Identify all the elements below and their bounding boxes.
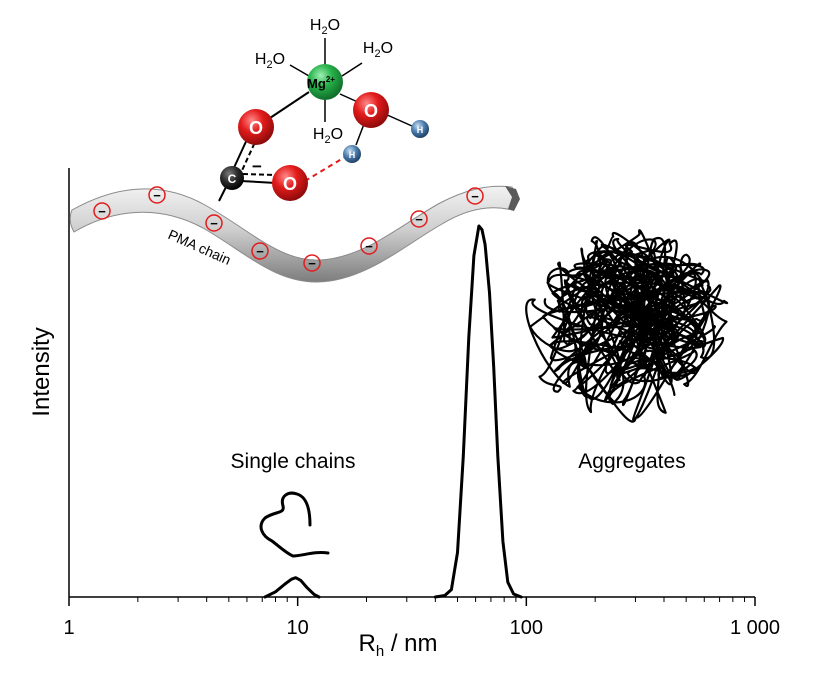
negative-charge-marker: − xyxy=(466,187,484,205)
pma-chain-end-cap xyxy=(505,186,520,211)
bond-carbon-oxygen-right xyxy=(240,180,277,184)
water-right: H2O xyxy=(363,40,393,60)
single-chain-coil-drawing xyxy=(259,491,330,558)
plot-axes: 1 10 100 1 000 xyxy=(63,168,780,639)
bond-oxygen-mg xyxy=(269,91,310,119)
water-bottom: H2O xyxy=(313,126,343,146)
negative-charge-marker: − xyxy=(251,242,269,260)
svg-text:−: − xyxy=(98,204,106,219)
water-top: H2O xyxy=(310,17,340,37)
water-left: H2O xyxy=(255,51,285,71)
svg-text:−: − xyxy=(210,216,218,231)
mg-atom: Mg2+ xyxy=(307,64,343,100)
bond-carbon-oxygen-top-dashed xyxy=(238,139,257,178)
bond-mg-water-left xyxy=(289,64,310,77)
annotation-aggregates: Aggregates xyxy=(578,450,685,473)
oxygen-atom-carboxylate-right: O xyxy=(272,165,308,201)
oxygen-atom-carboxylate-top: O xyxy=(238,109,274,145)
svg-text:H: H xyxy=(417,125,424,135)
x-major-ticks: 1 10 100 1 000 xyxy=(63,597,780,639)
negative-charge-marker: − xyxy=(303,254,321,272)
pma-chain: PMA chain −−−−−−−− xyxy=(69,185,520,283)
pma-chain-tube xyxy=(69,185,517,283)
carboxylate-charge: − xyxy=(252,157,262,176)
negative-charge-marker: − xyxy=(93,202,111,220)
annotation-single-chains: Single chains xyxy=(231,450,356,473)
x-tick-label: 1 xyxy=(63,617,74,639)
negative-charge-marker: − xyxy=(148,186,166,204)
molecule-complex: − H2O H2O H2O H2O Mg2+ O O O C H xyxy=(218,17,429,202)
svg-text:−: − xyxy=(365,239,373,254)
bond-oxygen-hydrogen-left xyxy=(355,123,365,146)
carbon-atom: C xyxy=(220,166,244,190)
svg-text:O: O xyxy=(364,101,378,121)
svg-text:O: O xyxy=(249,118,263,138)
svg-text:−: − xyxy=(308,256,316,271)
oxygen-atom-water: O xyxy=(353,92,389,128)
y-axis-label: Intensity xyxy=(28,327,55,416)
svg-text:−: − xyxy=(153,188,161,203)
x-tick-label: 1 000 xyxy=(730,617,780,639)
x-axis-label: Rh / nm xyxy=(358,630,437,660)
svg-text:−: − xyxy=(471,189,479,204)
svg-text:O: O xyxy=(283,174,297,194)
svg-text:−: − xyxy=(256,244,264,259)
hydrogen-atom-right: H xyxy=(411,120,429,138)
bond-mg-water-right xyxy=(341,62,363,77)
aggregate-coil-drawing xyxy=(525,229,729,423)
bond-carbon-oxygen-right-dashed xyxy=(242,173,277,176)
svg-text:H: H xyxy=(349,150,356,160)
x-tick-label: 10 xyxy=(287,617,309,639)
pma-chain-charges: − − − − − − − − xyxy=(93,186,484,272)
hydrogen-atom-left: H xyxy=(343,145,361,163)
svg-text:Mg2+: Mg2+ xyxy=(307,75,335,91)
bond-oxygen-hydrogen-right xyxy=(384,113,413,127)
negative-charge-marker: − xyxy=(360,237,378,255)
aggregate-coil-path xyxy=(525,229,729,423)
negative-charge-marker: − xyxy=(205,214,223,232)
negative-charge-marker: − xyxy=(410,210,428,228)
x-tick-label: 100 xyxy=(510,617,543,639)
intensity-curve xyxy=(263,224,523,599)
x-minor-ticks xyxy=(137,597,746,602)
hydrogen-bond xyxy=(304,156,346,182)
svg-text:C: C xyxy=(228,172,237,186)
svg-text:−: − xyxy=(415,212,423,227)
